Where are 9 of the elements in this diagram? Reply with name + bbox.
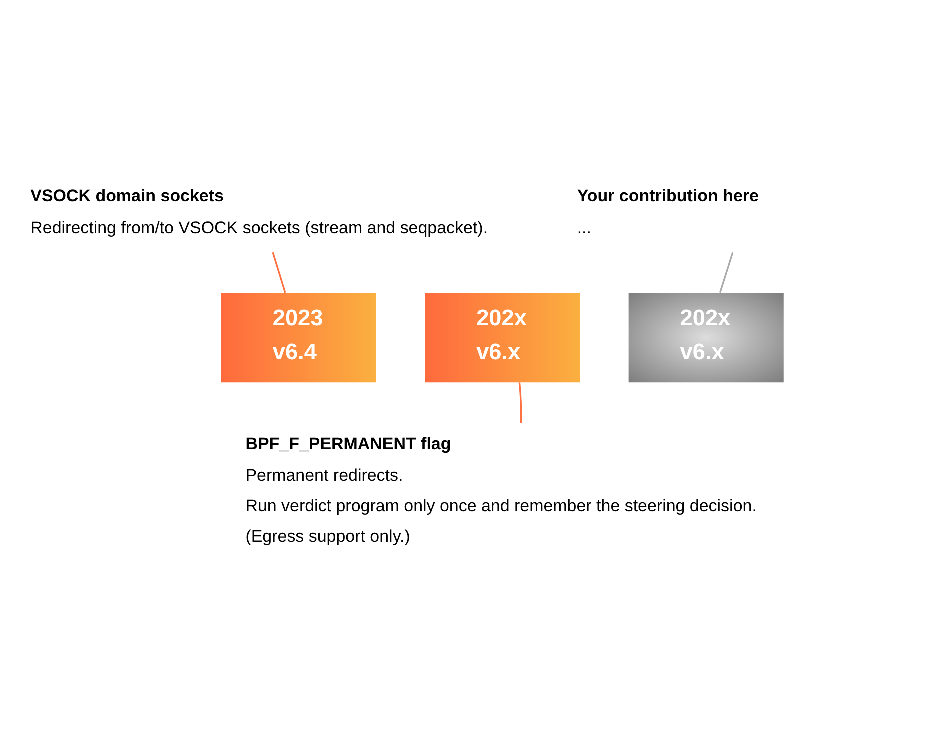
node-box: 202x v6.x (425, 292, 580, 382)
connector (719, 252, 734, 293)
node-text: VSOCK domain sockets Redirecting from/to VSOCK sockets (stream and seqpacket). (30, 186, 488, 237)
connector (272, 252, 286, 293)
node-box: 2023 v6.4 (221, 292, 376, 382)
node-text: Your contribution here ... (577, 186, 759, 237)
node-box: 202x v6.x (628, 292, 784, 382)
node-text: BPF_F_PERMANENT flag Permanent redirects. Run verdict program only once and remember the steering decision. (Egress support only.) (246, 434, 757, 546)
connector (518, 382, 522, 423)
